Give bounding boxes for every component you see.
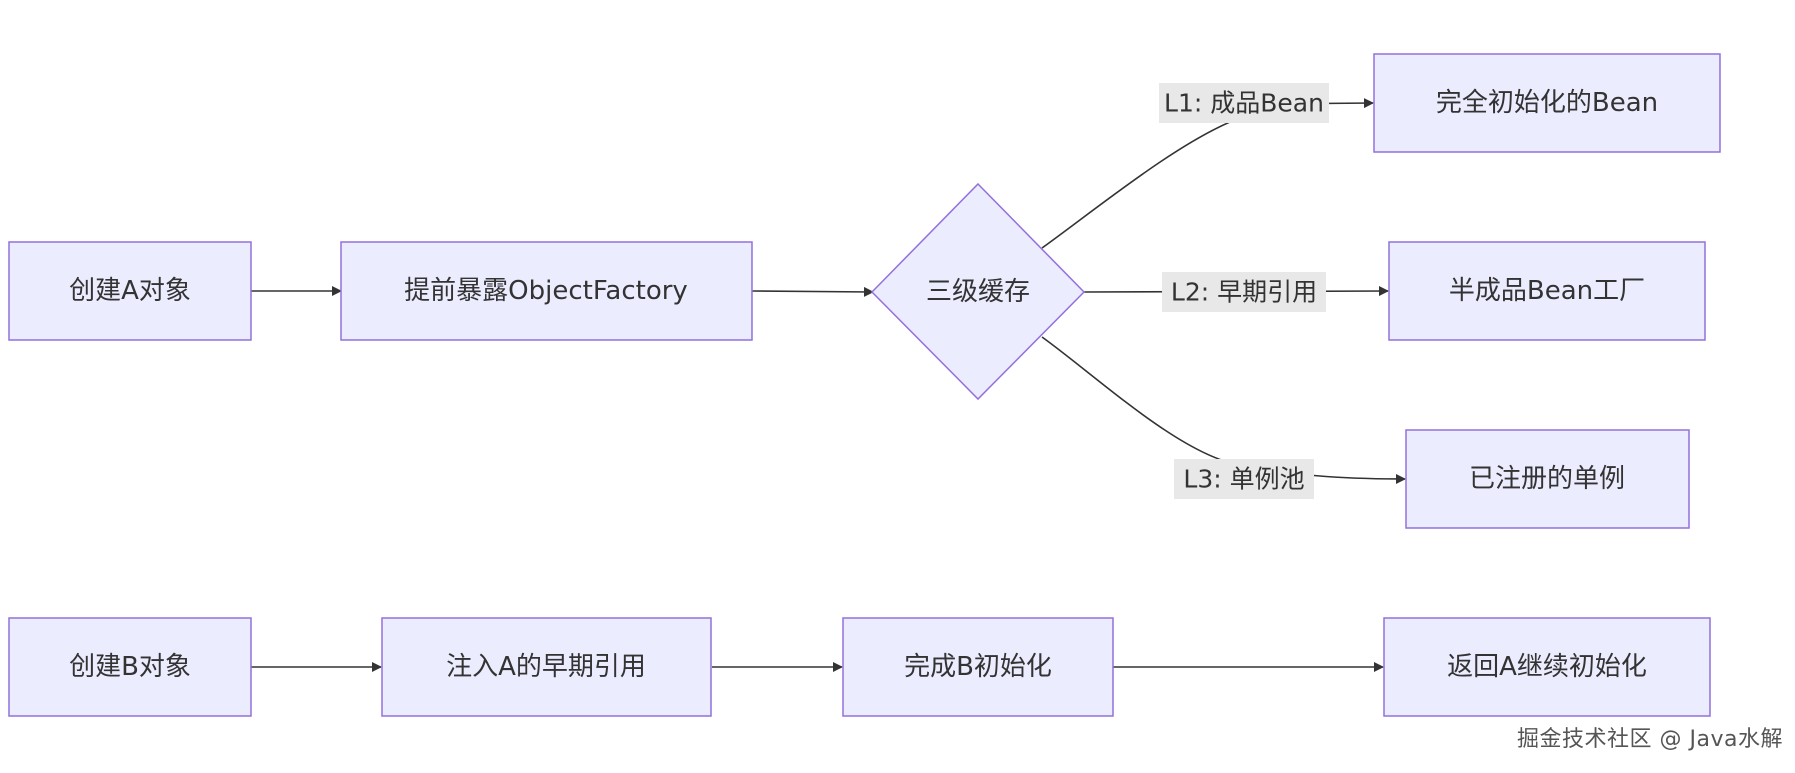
node-half-bean-factory[interactable]: 半成品Bean工厂 bbox=[1388, 241, 1706, 341]
node-finish-b-init[interactable]: 完成B初始化 bbox=[842, 617, 1114, 717]
watermark: 掘金技术社区 @ Java水解 bbox=[1517, 727, 1783, 752]
node-three-level-cache-label: 三级缓存 bbox=[926, 277, 1030, 307]
node-create-a[interactable]: 创建A对象 bbox=[8, 241, 252, 341]
node-full-bean-label: 完全初始化的Bean bbox=[1436, 88, 1658, 118]
edge-label-l3: L3: 单例池 bbox=[1174, 459, 1314, 499]
edge-cache-to-full-bean bbox=[1041, 98, 1374, 249]
edge-cache-to-registered-singleton bbox=[1041, 336, 1406, 484]
node-create-b-label: 创建B对象 bbox=[69, 652, 191, 682]
node-registered-singleton[interactable]: 已注册的单例 bbox=[1405, 429, 1690, 529]
edge-label-l1: L1: 成品Bean bbox=[1159, 83, 1329, 123]
edge-label-l2-text: L2: 早期引用 bbox=[1171, 278, 1317, 307]
edge-label-l1-text: L1: 成品Bean bbox=[1164, 89, 1324, 118]
node-full-bean[interactable]: 完全初始化的Bean bbox=[1373, 53, 1721, 153]
edge-label-l3-text: L3: 单例池 bbox=[1183, 465, 1304, 494]
node-return-a-continue[interactable]: 返回A继续初始化 bbox=[1383, 617, 1711, 717]
node-expose-factory-label: 提前暴露ObjectFactory bbox=[404, 276, 688, 306]
node-three-level-cache[interactable]: 三级缓存 bbox=[870, 182, 1086, 401]
node-return-a-continue-label: 返回A继续初始化 bbox=[1447, 652, 1647, 682]
node-finish-b-init-label: 完成B初始化 bbox=[904, 652, 1052, 682]
node-inject-a-early[interactable]: 注入A的早期引用 bbox=[381, 617, 712, 717]
node-registered-singleton-label: 已注册的单例 bbox=[1469, 464, 1625, 494]
node-create-b[interactable]: 创建B对象 bbox=[8, 617, 252, 717]
node-create-a-label: 创建A对象 bbox=[69, 276, 191, 306]
edge-label-l2: L2: 早期引用 bbox=[1162, 272, 1326, 312]
node-half-bean-factory-label: 半成品Bean工厂 bbox=[1449, 276, 1645, 306]
edge-expose-factory-to-cache bbox=[751, 286, 874, 297]
edges bbox=[251, 98, 1406, 672]
node-expose-factory[interactable]: 提前暴露ObjectFactory bbox=[340, 241, 753, 341]
node-inject-a-early-label: 注入A的早期引用 bbox=[446, 652, 646, 682]
